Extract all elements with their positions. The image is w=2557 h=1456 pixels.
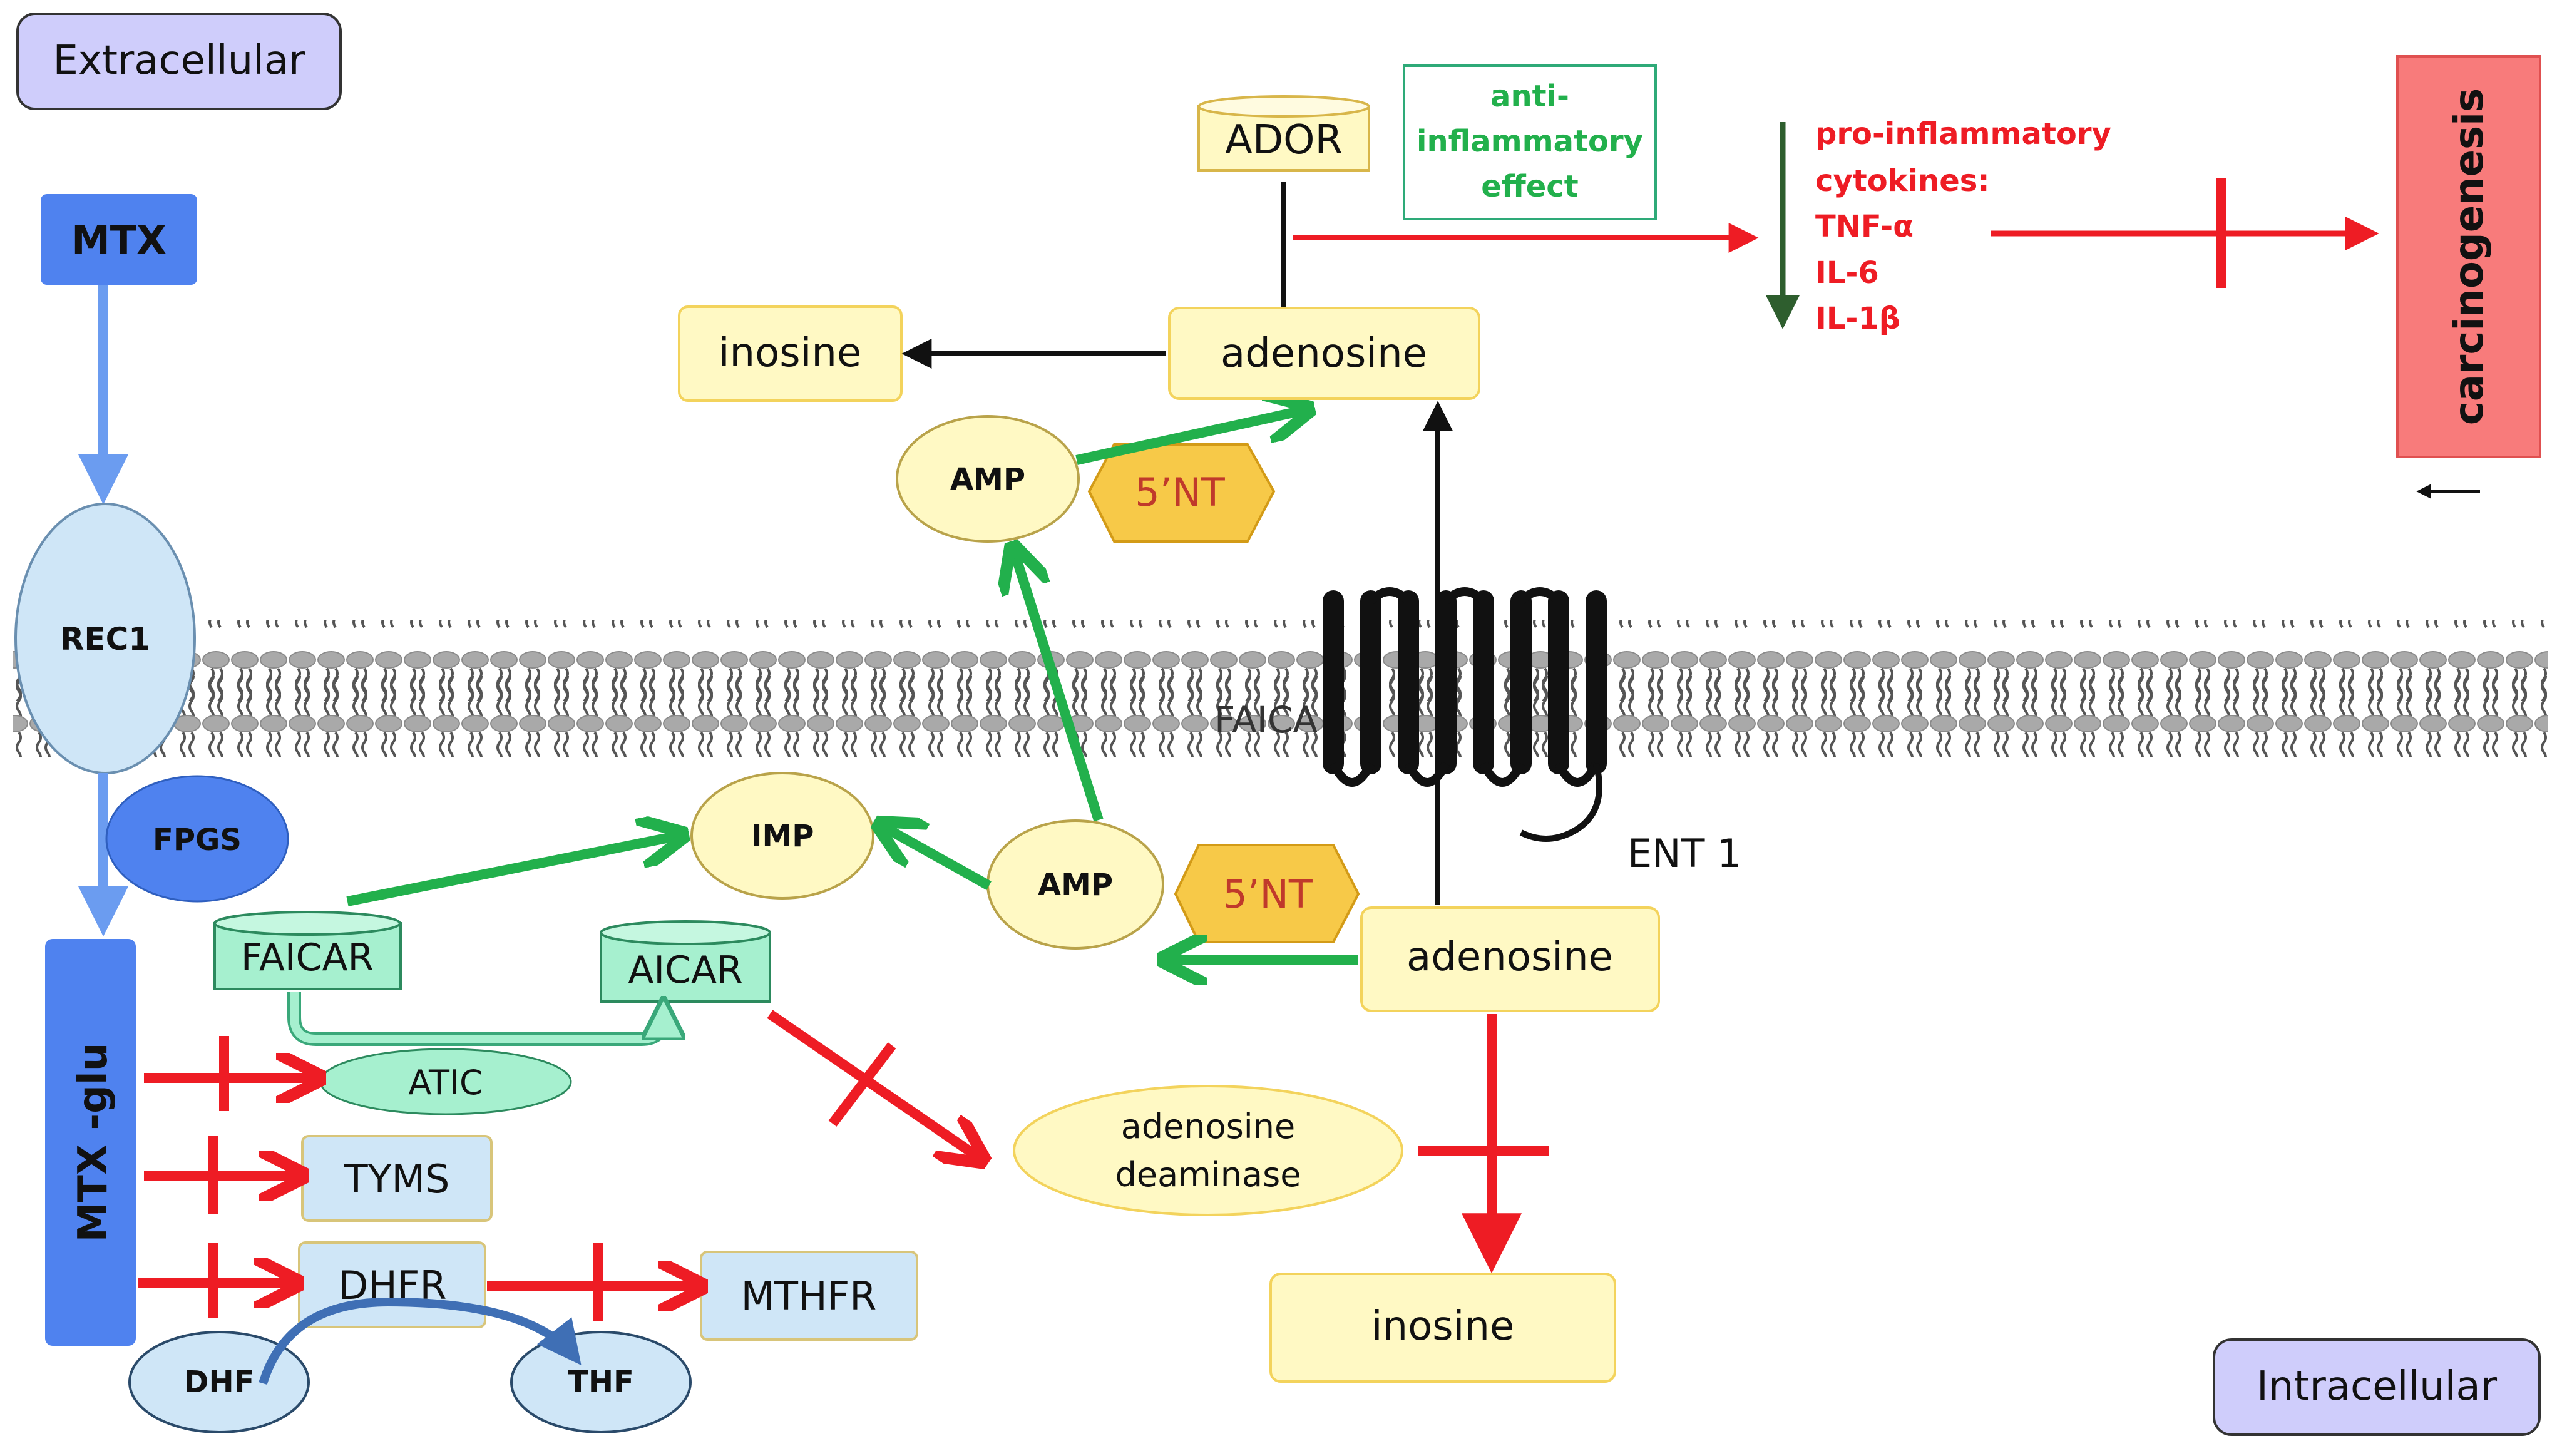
rec1-transporter: REC1: [14, 503, 196, 774]
svg-text:Intracellular: Intracellular: [2257, 1363, 2498, 1410]
svg-text:carcinogenesis: carcinogenesis: [2446, 88, 2493, 425]
svg-text:TYMS: TYMS: [344, 1156, 450, 1202]
carcinogenesis-box: carcinogenesis: [2396, 55, 2541, 458]
amp-to-imp-arrow: [883, 826, 992, 890]
thf-node: THF: [510, 1331, 692, 1433]
svg-text:5’NT: 5’NT: [1135, 469, 1226, 515]
svg-text:MTX -glu: MTX -glu: [70, 1043, 116, 1243]
svg-text:inosine: inosine: [719, 330, 862, 376]
svg-text:ADOR: ADOR: [1225, 117, 1343, 163]
svg-text:FAICAR: FAICAR: [241, 936, 374, 980]
nt5-extracellular-enzyme: 5’NT: [1087, 443, 1276, 543]
svg-text:DHF: DHF: [184, 1365, 255, 1400]
svg-text:REC1: REC1: [60, 621, 150, 657]
svg-text:inflammatory: inflammatory: [1417, 124, 1643, 159]
svg-text:IMP: IMP: [751, 819, 814, 854]
svg-text:ATIC: ATIC: [408, 1063, 483, 1102]
fpgs-enzyme: FPGS: [105, 775, 289, 903]
svg-text:effect: effect: [1481, 169, 1578, 204]
cytokines-to-carcinogenesis-inhibited-arrow: [1991, 178, 2379, 288]
adenosine-to-inosine-blocked-arrow: [1418, 1014, 1549, 1274]
svg-text:IL-6: IL-6: [1815, 255, 1879, 290]
svg-text:IL-1β: IL-1β: [1815, 301, 1900, 336]
svg-text:AMP: AMP: [950, 462, 1025, 497]
faicar-node: FAICAR: [213, 911, 402, 990]
inosine-extracellular-node: inosine: [678, 305, 903, 402]
intracellular-region-label: Intracellular: [2213, 1338, 2541, 1436]
anti-inflammatory-effect-box: anti- inflammatory effect: [1403, 64, 1657, 220]
svg-text:anti-: anti-: [1490, 79, 1569, 114]
ador-receptor: ADOR: [1197, 95, 1370, 172]
aicar-inhibits-ada-arrow: [767, 1010, 980, 1158]
svg-text:deaminase: deaminase: [1115, 1155, 1301, 1194]
mthfr-enzyme: MTHFR: [700, 1251, 918, 1341]
adenosine-extracellular-node: adenosine: [1168, 307, 1480, 400]
cell-membrane: [13, 620, 2548, 757]
mtx-box: MTX: [41, 194, 197, 285]
inhibit-atic-arrow: [144, 1036, 316, 1111]
imp-node: IMP: [690, 772, 874, 900]
atic-enzyme: ATIC: [319, 1048, 572, 1115]
svg-text:FPGS: FPGS: [153, 823, 242, 858]
svg-text:pro-inflammatory: pro-inflammatory: [1815, 116, 2111, 151]
amp-to-extracellular-amp-arrow: [1014, 551, 1104, 822]
inosine-intracellular-node: inosine: [1269, 1273, 1616, 1383]
svg-text:MTX: MTX: [71, 217, 167, 263]
inhibit-dhfr-arrow: [138, 1243, 294, 1318]
amp-to-adenosine-arrow: [1075, 410, 1305, 465]
adenosine-deaminase-enzyme: adenosine deaminase: [1013, 1085, 1403, 1216]
nt5-intracellular-enzyme: 5’NT: [1174, 844, 1360, 943]
extracellular-region-label: Extracellular: [16, 13, 342, 110]
faica-label: FAICA: [1214, 699, 1318, 741]
svg-text:adenosine: adenosine: [1407, 934, 1613, 980]
faicar-to-imp-arrow: [346, 836, 679, 906]
mtx-glu-box: MTX -glu: [45, 939, 136, 1346]
svg-text:cytokines:: cytokines:: [1815, 163, 1990, 198]
pro-inflammatory-cytokines-text: pro-inflammatory cytokines: TNF-α IL-6 I…: [1815, 116, 2111, 336]
svg-text:AICAR: AICAR: [628, 948, 742, 992]
svg-text:Extracellular: Extracellular: [53, 38, 306, 84]
dhf-to-thf-curved-arrow: [259, 1297, 582, 1385]
ent1-transporter: [1323, 587, 1607, 842]
svg-text:adenosine: adenosine: [1121, 1107, 1295, 1146]
svg-text:AMP: AMP: [1038, 868, 1113, 903]
aicar-node: AICAR: [600, 920, 771, 1003]
svg-text:5’NT: 5’NT: [1222, 871, 1313, 917]
svg-text:TNF-α: TNF-α: [1815, 209, 1914, 244]
adenosine-intracellular-node: adenosine: [1360, 906, 1660, 1012]
ent1-label: ENT 1: [1627, 831, 1742, 876]
inhibit-mthfr-arrow: [487, 1243, 698, 1321]
svg-text:MTHFR: MTHFR: [741, 1273, 877, 1319]
svg-text:THF: THF: [568, 1365, 634, 1400]
amp-extracellular-node: AMP: [896, 415, 1080, 543]
svg-text:inosine: inosine: [1371, 1303, 1515, 1350]
amp-intracellular-node: AMP: [986, 819, 1164, 950]
dhf-node: DHF: [128, 1331, 310, 1433]
tyms-enzyme: TYMS: [301, 1135, 493, 1222]
inhibit-tyms-arrow: [144, 1136, 299, 1214]
svg-text:adenosine: adenosine: [1221, 331, 1427, 377]
